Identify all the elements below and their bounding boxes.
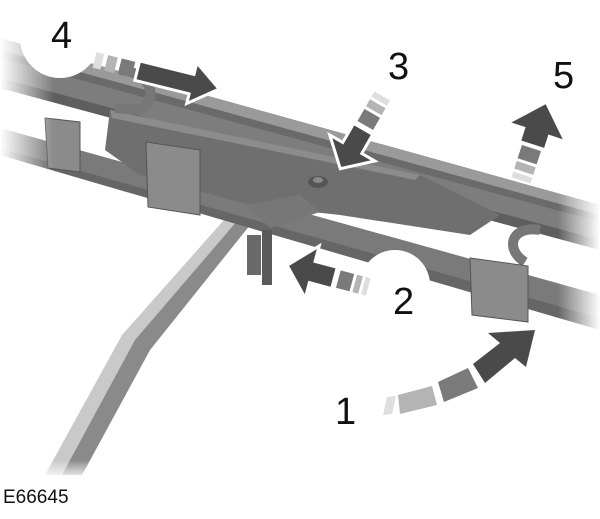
label-backdrop-2: [360, 250, 430, 320]
step-label-5: 5: [553, 55, 575, 97]
figure-id: E66645: [3, 487, 69, 508]
step-label-2: 2: [393, 281, 415, 323]
arrow-3-icon: [327, 91, 391, 171]
arrow-1-icon: [383, 330, 535, 415]
arrow-4-icon: [92, 52, 222, 107]
label-backdrop-4: [20, 0, 100, 78]
arrow-5-icon: [511, 104, 563, 184]
step-label-1: 1: [335, 391, 357, 433]
step-label-3: 3: [388, 46, 410, 88]
arrow-2-icon: [285, 242, 371, 303]
step-label-4: 4: [51, 15, 73, 57]
